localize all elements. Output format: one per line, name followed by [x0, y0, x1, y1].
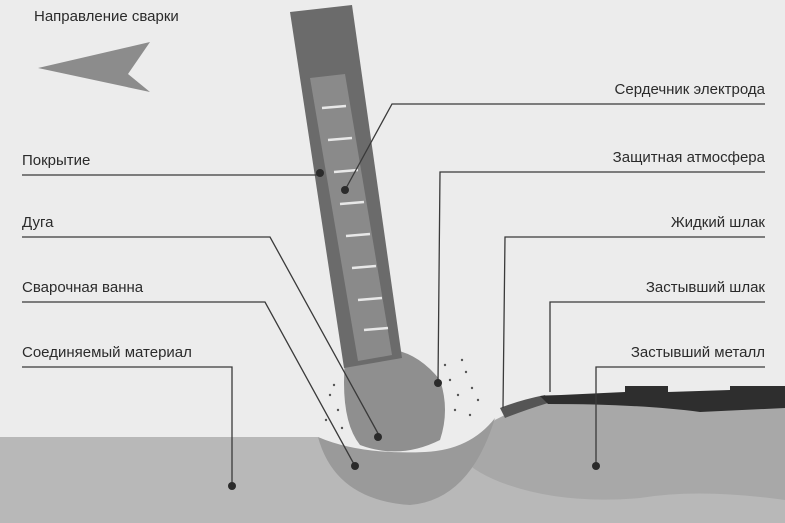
direction-arrow — [38, 42, 150, 92]
solidified-metal — [460, 395, 785, 500]
label-solid-metal: Застывший металл — [630, 344, 765, 361]
leader-lines — [22, 103, 765, 486]
arc-shape — [344, 350, 445, 452]
direction-label: Направление сварки — [34, 8, 179, 25]
weld-pool — [318, 418, 495, 505]
label-electrode-core: Сердечник электрода — [614, 81, 765, 98]
label-base-material: Соединяемый материал — [22, 344, 192, 361]
label-weld-pool: Сварочная ванна — [22, 279, 144, 296]
label-solid-slag: Застывший шлак — [645, 279, 765, 296]
shielding-gas-particles — [324, 358, 480, 430]
leader-dots — [228, 169, 600, 490]
electrode-core-marks — [321, 104, 389, 332]
label-shielding-gas: Защитная атмосфера — [612, 149, 765, 166]
electrode-core — [310, 74, 392, 361]
label-coating: Покрытие — [22, 152, 91, 169]
label-liquid-slag: Жидкий шлак — [670, 214, 765, 231]
label-arc: Дуга — [22, 214, 54, 231]
solid-slag — [540, 386, 785, 412]
liquid-slag — [500, 395, 548, 418]
